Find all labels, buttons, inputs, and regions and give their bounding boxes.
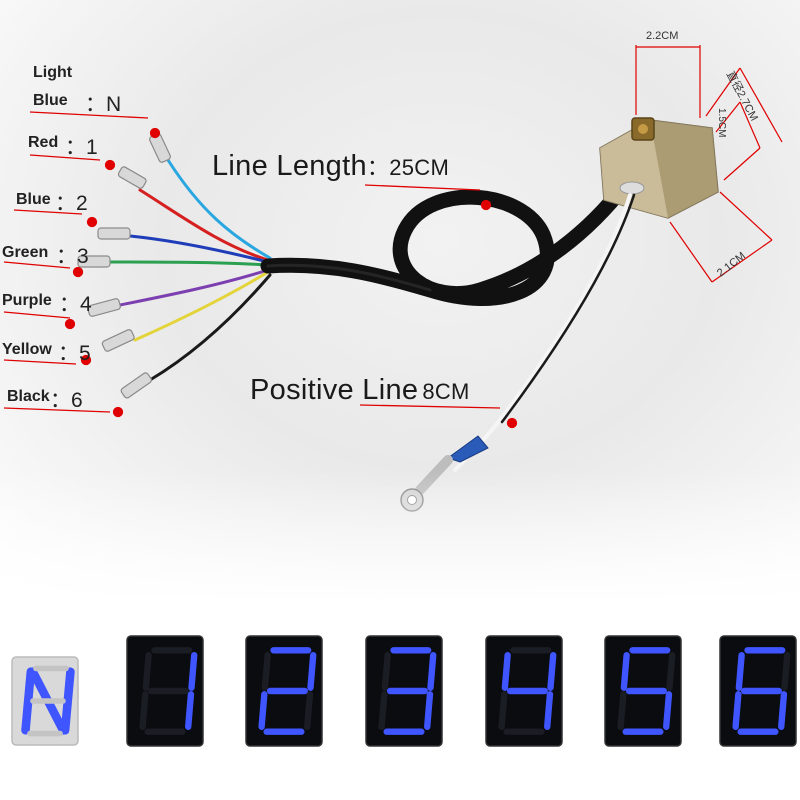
red-wire — [138, 188, 270, 262]
display-segment-on — [663, 691, 673, 731]
display-segment-off — [666, 651, 676, 691]
yellow-wire — [133, 270, 270, 342]
display-segment-on — [778, 691, 788, 731]
dimension-lines — [635, 45, 783, 283]
harness-cable — [260, 177, 633, 306]
display-segment-on — [735, 651, 745, 691]
display-segment-on — [188, 651, 198, 691]
display-segment-on — [620, 651, 630, 691]
connector-light-blue — [149, 133, 171, 163]
connector-purple — [87, 298, 121, 317]
gear-displays — [11, 635, 797, 747]
dimension-top: 2.2CM — [646, 30, 679, 42]
label-blue-value: ：2 — [55, 192, 88, 215]
label-light-blue-line2: Blue — [33, 92, 68, 109]
connector-yellow — [101, 329, 135, 352]
terminal-connectors — [77, 133, 171, 399]
connector-green — [77, 255, 111, 268]
photo-fade — [0, 470, 800, 610]
display-segment — [21, 667, 36, 735]
line-length-label: Line Length：25CM — [212, 150, 449, 183]
label-red-value: ：1 — [65, 136, 98, 159]
label-red: Red — [28, 134, 59, 151]
connector-black — [120, 372, 152, 399]
blue-wire — [128, 234, 270, 264]
dimension-height: 1.5CM — [716, 108, 727, 138]
gear-display-2 — [245, 635, 323, 747]
light-blue-wire — [166, 158, 272, 260]
display-segment-off — [617, 691, 627, 731]
gear-display-3 — [365, 635, 443, 747]
gear-display-1 — [126, 635, 204, 747]
display-segment-off — [381, 651, 391, 691]
label-black: Black — [7, 388, 50, 405]
connector-blue — [97, 227, 131, 240]
display-segment-on — [427, 651, 437, 691]
label-purple: Purple — [2, 292, 52, 309]
label-yellow: Yellow — [2, 341, 52, 358]
display-segment-off — [304, 691, 314, 731]
connector-red — [117, 166, 147, 189]
gear-display-N — [11, 656, 79, 746]
display-segment-off — [498, 691, 508, 731]
signal-wires — [108, 158, 272, 382]
positive-line-value: 8CM — [422, 379, 470, 404]
label-yellow-value: ：5 — [58, 342, 91, 365]
sensor-body — [599, 117, 719, 219]
display-segment-on — [258, 691, 268, 731]
label-blue: Blue — [16, 191, 51, 208]
green-wire — [108, 260, 270, 267]
gear-display-6 — [719, 635, 797, 747]
display-segment-on — [547, 651, 557, 691]
gear-display-5 — [604, 635, 682, 747]
label-green-value: ：3 — [56, 245, 89, 268]
gear-display-4 — [485, 635, 563, 747]
label-purple-value: ：4 — [59, 293, 92, 316]
label-pointers — [3, 111, 518, 429]
display-segment-on — [424, 691, 434, 731]
display-segment-off — [261, 651, 271, 691]
display-segment-on — [544, 691, 554, 731]
display-segment-on — [732, 691, 742, 731]
label-light-blue-value: ：N — [85, 93, 122, 116]
line-length-value: ：25CM — [366, 155, 450, 180]
display-segment — [60, 667, 75, 735]
display-segment-on — [185, 691, 195, 731]
purple-wire — [118, 268, 270, 307]
line-length-text: Line Length — [212, 150, 367, 182]
black-wire — [148, 273, 272, 382]
display-segment-on — [501, 651, 511, 691]
label-black-value: ：6 — [50, 389, 83, 412]
positive-line-text: Positive Line — [250, 374, 419, 406]
display-segment-off — [378, 691, 388, 731]
display-segment-off — [781, 651, 791, 691]
display-segment-on — [307, 651, 317, 691]
display-segment-off — [139, 691, 149, 731]
label-green: Green — [2, 244, 49, 261]
display-segment-off — [142, 651, 152, 691]
label-light-blue-line1: Light — [33, 64, 73, 81]
